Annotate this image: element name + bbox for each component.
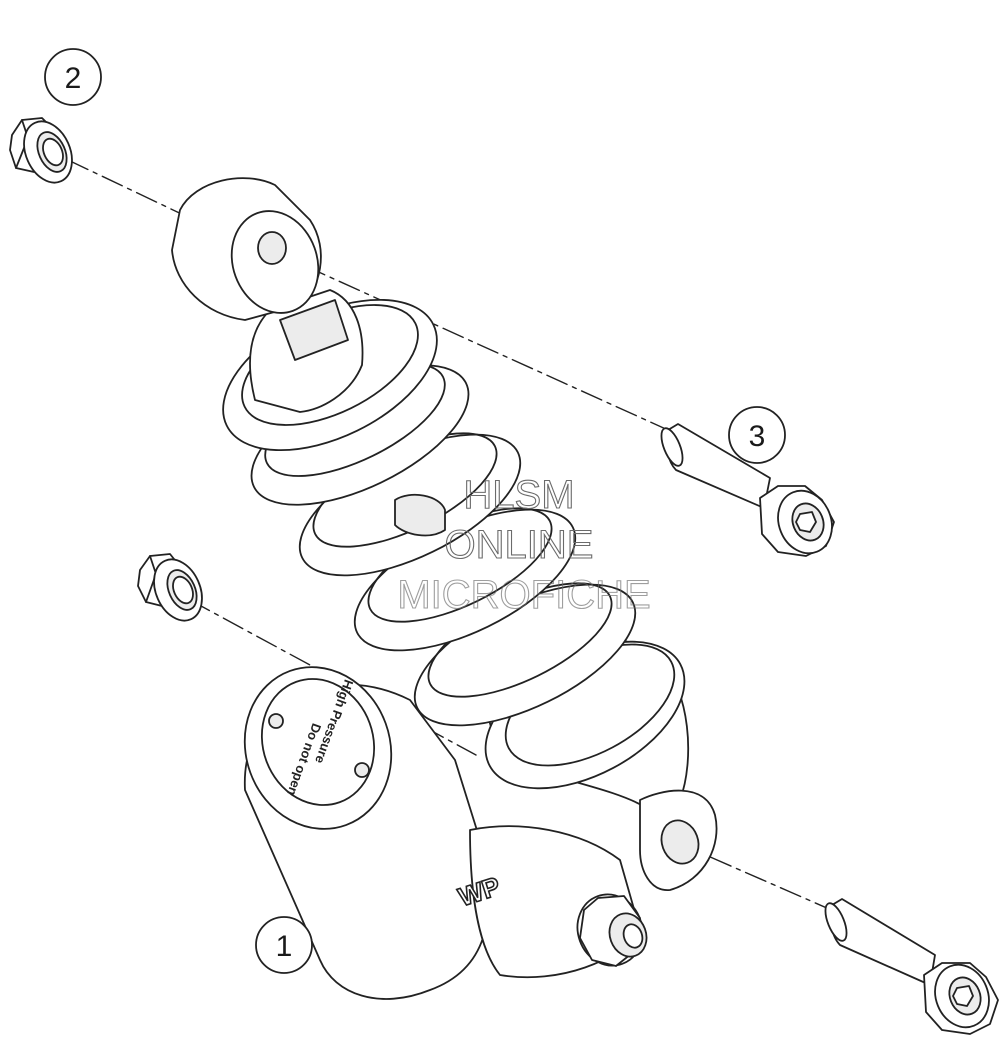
- callout-label-2: 2: [65, 62, 82, 95]
- flange-nut-upper[interactable]: [9, 114, 81, 190]
- callout-label-1: 1: [276, 930, 293, 963]
- callout-label-3: 3: [749, 420, 766, 453]
- upper-axis-line-through: [269, 249, 669, 431]
- damper-rod: [394, 493, 446, 537]
- flange-nut-lower[interactable]: [137, 552, 211, 628]
- callout-3[interactable]: [728, 406, 786, 464]
- upper-axis-line: [67, 159, 191, 219]
- watermark: HLSM ONLINE MICROFICHE: [397, 472, 651, 617]
- callout-2[interactable]: [44, 48, 102, 106]
- mounting-bolt-lower[interactable]: [821, 898, 999, 1035]
- watermark-line-1: HLSM: [463, 473, 574, 517]
- reservoir-cap-screw-a: [268, 713, 284, 729]
- callout-1[interactable]: [255, 916, 313, 974]
- watermark-line-2: ONLINE: [445, 523, 594, 567]
- mounting-bolt-upper[interactable]: [657, 423, 841, 561]
- lower-mount-hole: [660, 819, 700, 865]
- spring: [250, 363, 637, 727]
- reservoir-cap-inner: [260, 678, 376, 806]
- watermark-line-3: MICROFICHE: [397, 573, 650, 617]
- upper-eye-hole: [257, 231, 287, 265]
- reservoir-cap: [243, 666, 393, 830]
- shock-absorber[interactable]: [171, 177, 718, 1000]
- lower-mount-fitting: [576, 893, 648, 967]
- reservoir-cap-screw-b: [354, 762, 370, 778]
